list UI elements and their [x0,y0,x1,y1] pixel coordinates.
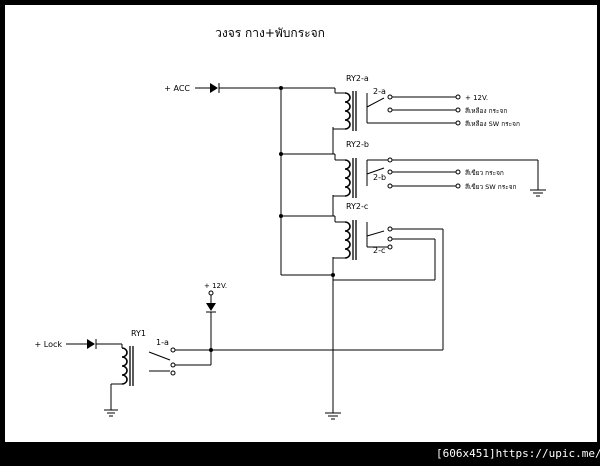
image-host-watermark: [606x451]https://upic.me/ [436,447,600,460]
ry1-junction [209,348,213,352]
output-terminal-green [455,169,461,175]
ry1-name: RY1 [131,329,146,338]
ry1-terminal-2 [170,362,176,368]
ry2c-terminal-3 [387,244,393,250]
lock-label: + Lock [35,340,63,349]
ry2a-contact-label: 2-a [373,87,386,96]
output-terminal-12v [455,94,461,100]
supply-12v-label: + 12V. [204,282,227,290]
ry2a-coil [333,91,357,131]
ry2c-coil [333,220,357,260]
ry2c-switch [333,222,444,350]
output-terminal-yellow [455,107,461,113]
bus-junction-c [279,214,283,218]
acc-label: + ACC [164,84,190,93]
acc-diode [195,83,335,93]
ry2b-switch [366,159,546,197]
ry2c-terminal-1 [387,226,393,232]
schematic-sheet: วงจร กาง+พับกระจก + ACC [5,5,597,442]
ry1-coil [104,346,134,417]
ry2b-coil [333,158,357,198]
schematic-diagram: วงจร กาง+พับกระจก + ACC [35,26,546,420]
output-label-yellow-sw: สีเหลือง SW กระจก [465,120,520,128]
ry1-contact-label: 1-a [156,338,169,347]
output-label-yellow: สีเหลือง กระจก [465,107,507,115]
lock-diode [66,339,123,349]
ry2b-contact-label: 2-b [373,173,386,182]
ry2a-terminal-2 [387,107,393,113]
ry2b-terminal-2 [387,169,393,175]
output-label-green: สีเขียว กระจก [465,169,504,177]
ground-symbol-main [325,412,341,420]
bus-junction-b [279,152,283,156]
ry2a-switch [366,93,458,124]
output-terminal-green-sw [455,183,461,189]
ry2c-terminal-2 [387,236,393,242]
ry2a-name: RY2-a [346,74,369,83]
supply-12v-diode [206,290,216,365]
coil-bus [280,88,336,276]
diagram-title: วงจร กาง+พับกระจก [215,26,325,40]
output-terminal-yellow-sw [455,120,461,126]
ry2c-name: RY2-c [346,202,368,211]
return-junction [331,273,335,277]
output-label-green-sw: สีเขียว SW กระจก [465,183,517,191]
ry1-terminal-1 [170,347,176,353]
ry2a-terminal-1 [387,94,393,100]
ry2b-name: RY2-b [346,140,369,149]
ry1-switch [148,349,443,372]
ry2b-terminal-3 [387,183,393,189]
ry1-terminal-3 [170,370,176,376]
ry2c-contact-label: 2-c [373,246,385,255]
ry2b-terminal-1 [387,157,393,163]
output-label-12v: + 12V. [465,94,488,102]
